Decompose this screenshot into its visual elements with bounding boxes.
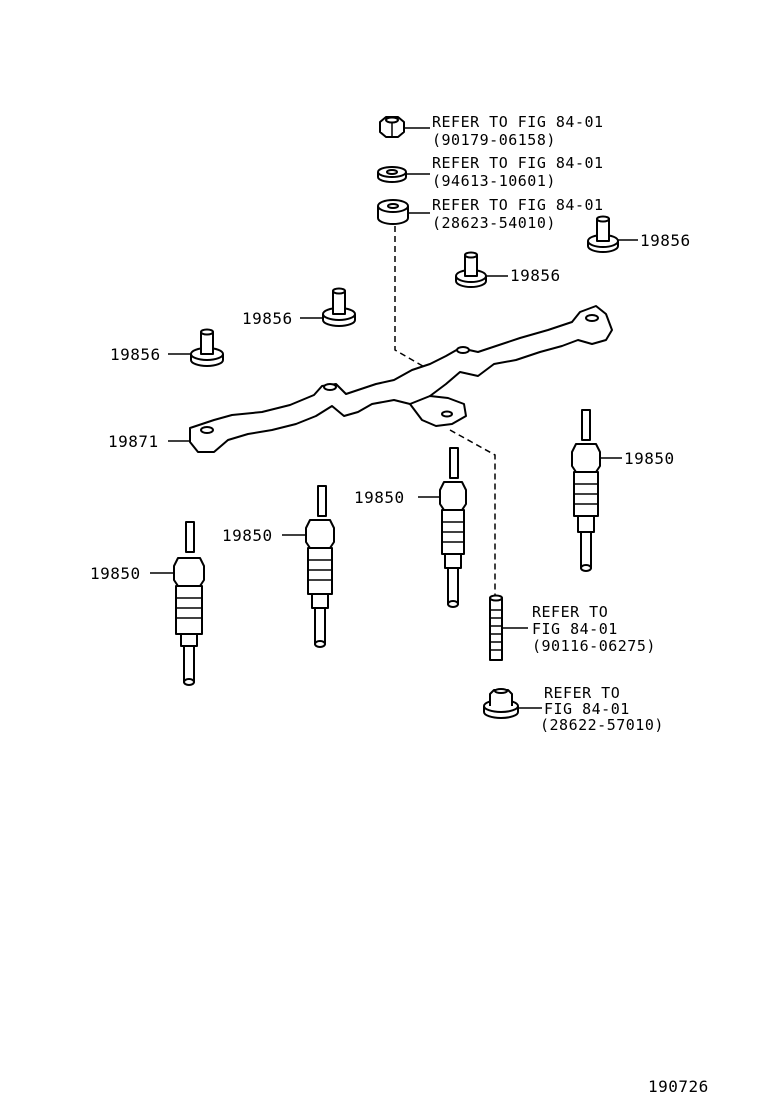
figure-number: 190726 [648,1077,709,1096]
terminal-nut-label-1: 19856 [640,231,691,250]
glow-plug-left [150,521,205,686]
nut-top-number: (90179-06158) [432,131,556,149]
stud-refer-2: FIG 84-01 [532,620,618,638]
terminal-nut-left-lower [168,328,224,367]
glow-plug-mid-left [282,485,335,648]
terminal-nut-left-upper [300,287,356,327]
spacer-top [377,199,430,225]
terminal-nut-mid [455,251,508,288]
glow-plug-label-1: 19850 [624,449,675,468]
stud [489,594,528,661]
terminal-nut-label-2: 19856 [510,266,561,285]
nut-bottom-refer-1: REFER TO [544,684,620,702]
spacer-top-refer: REFER TO FIG 84-01 [432,196,604,214]
nut-bottom-number: (28622-57010) [540,716,664,734]
glow-plug-label-3: 19850 [222,526,273,545]
washer-top-number: (94613-10601) [432,172,556,190]
nut-bottom-refer-2: FIG 84-01 [544,700,630,718]
stud-number: (90116-06275) [532,637,656,655]
terminal-nut-label-4: 19856 [110,345,161,364]
terminal-nut-label-3: 19856 [242,309,293,328]
glow-plug-label-4: 19850 [90,564,141,583]
stud-refer-1: REFER TO [532,603,608,621]
nut-top-refer: REFER TO FIG 84-01 [432,113,604,131]
assembly-line-upper [394,226,441,377]
glow-plug-right [571,409,622,572]
connector-label: 19871 [108,432,159,451]
washer-top-refer: REFER TO FIG 84-01 [432,154,604,172]
nut-bottom [483,688,542,719]
nut-top [379,116,430,138]
assembly-line-lower [449,429,496,598]
connector-bracket [168,305,613,453]
glow-plug-center [418,447,467,608]
washer-top [377,166,430,183]
terminal-nut-right [587,215,638,253]
spacer-top-number: (28623-54010) [432,214,556,232]
glow-plug-label-2: 19850 [354,488,405,507]
